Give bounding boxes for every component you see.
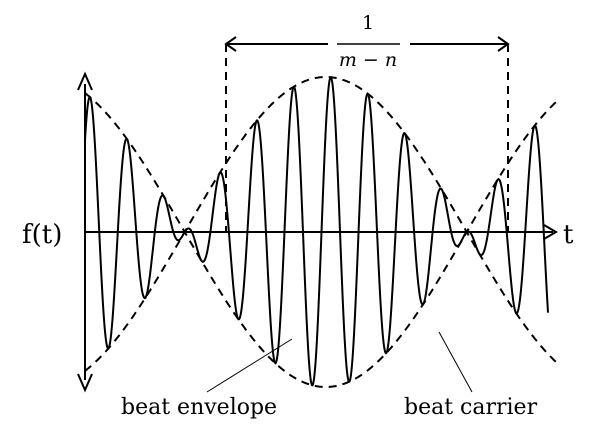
- x-axis: [85, 224, 558, 240]
- period-marker: 1 m − n: [224, 12, 510, 232]
- beat-carrier-curve: [84, 76, 549, 387]
- period-arrowhead-left: [224, 36, 237, 52]
- beat-carrier-label: beat carrier: [404, 395, 538, 420]
- period-numerator: 1: [362, 12, 374, 34]
- period-denominator: m − n: [339, 49, 397, 71]
- beat-envelope-leader: [206, 338, 293, 393]
- period-arrowhead-right: [497, 36, 510, 52]
- x-axis-label: t: [563, 220, 574, 250]
- y-axis-label: f(t): [22, 220, 62, 250]
- beat-carrier-leader: [438, 331, 473, 393]
- beat-envelope-label: beat envelope: [121, 395, 277, 420]
